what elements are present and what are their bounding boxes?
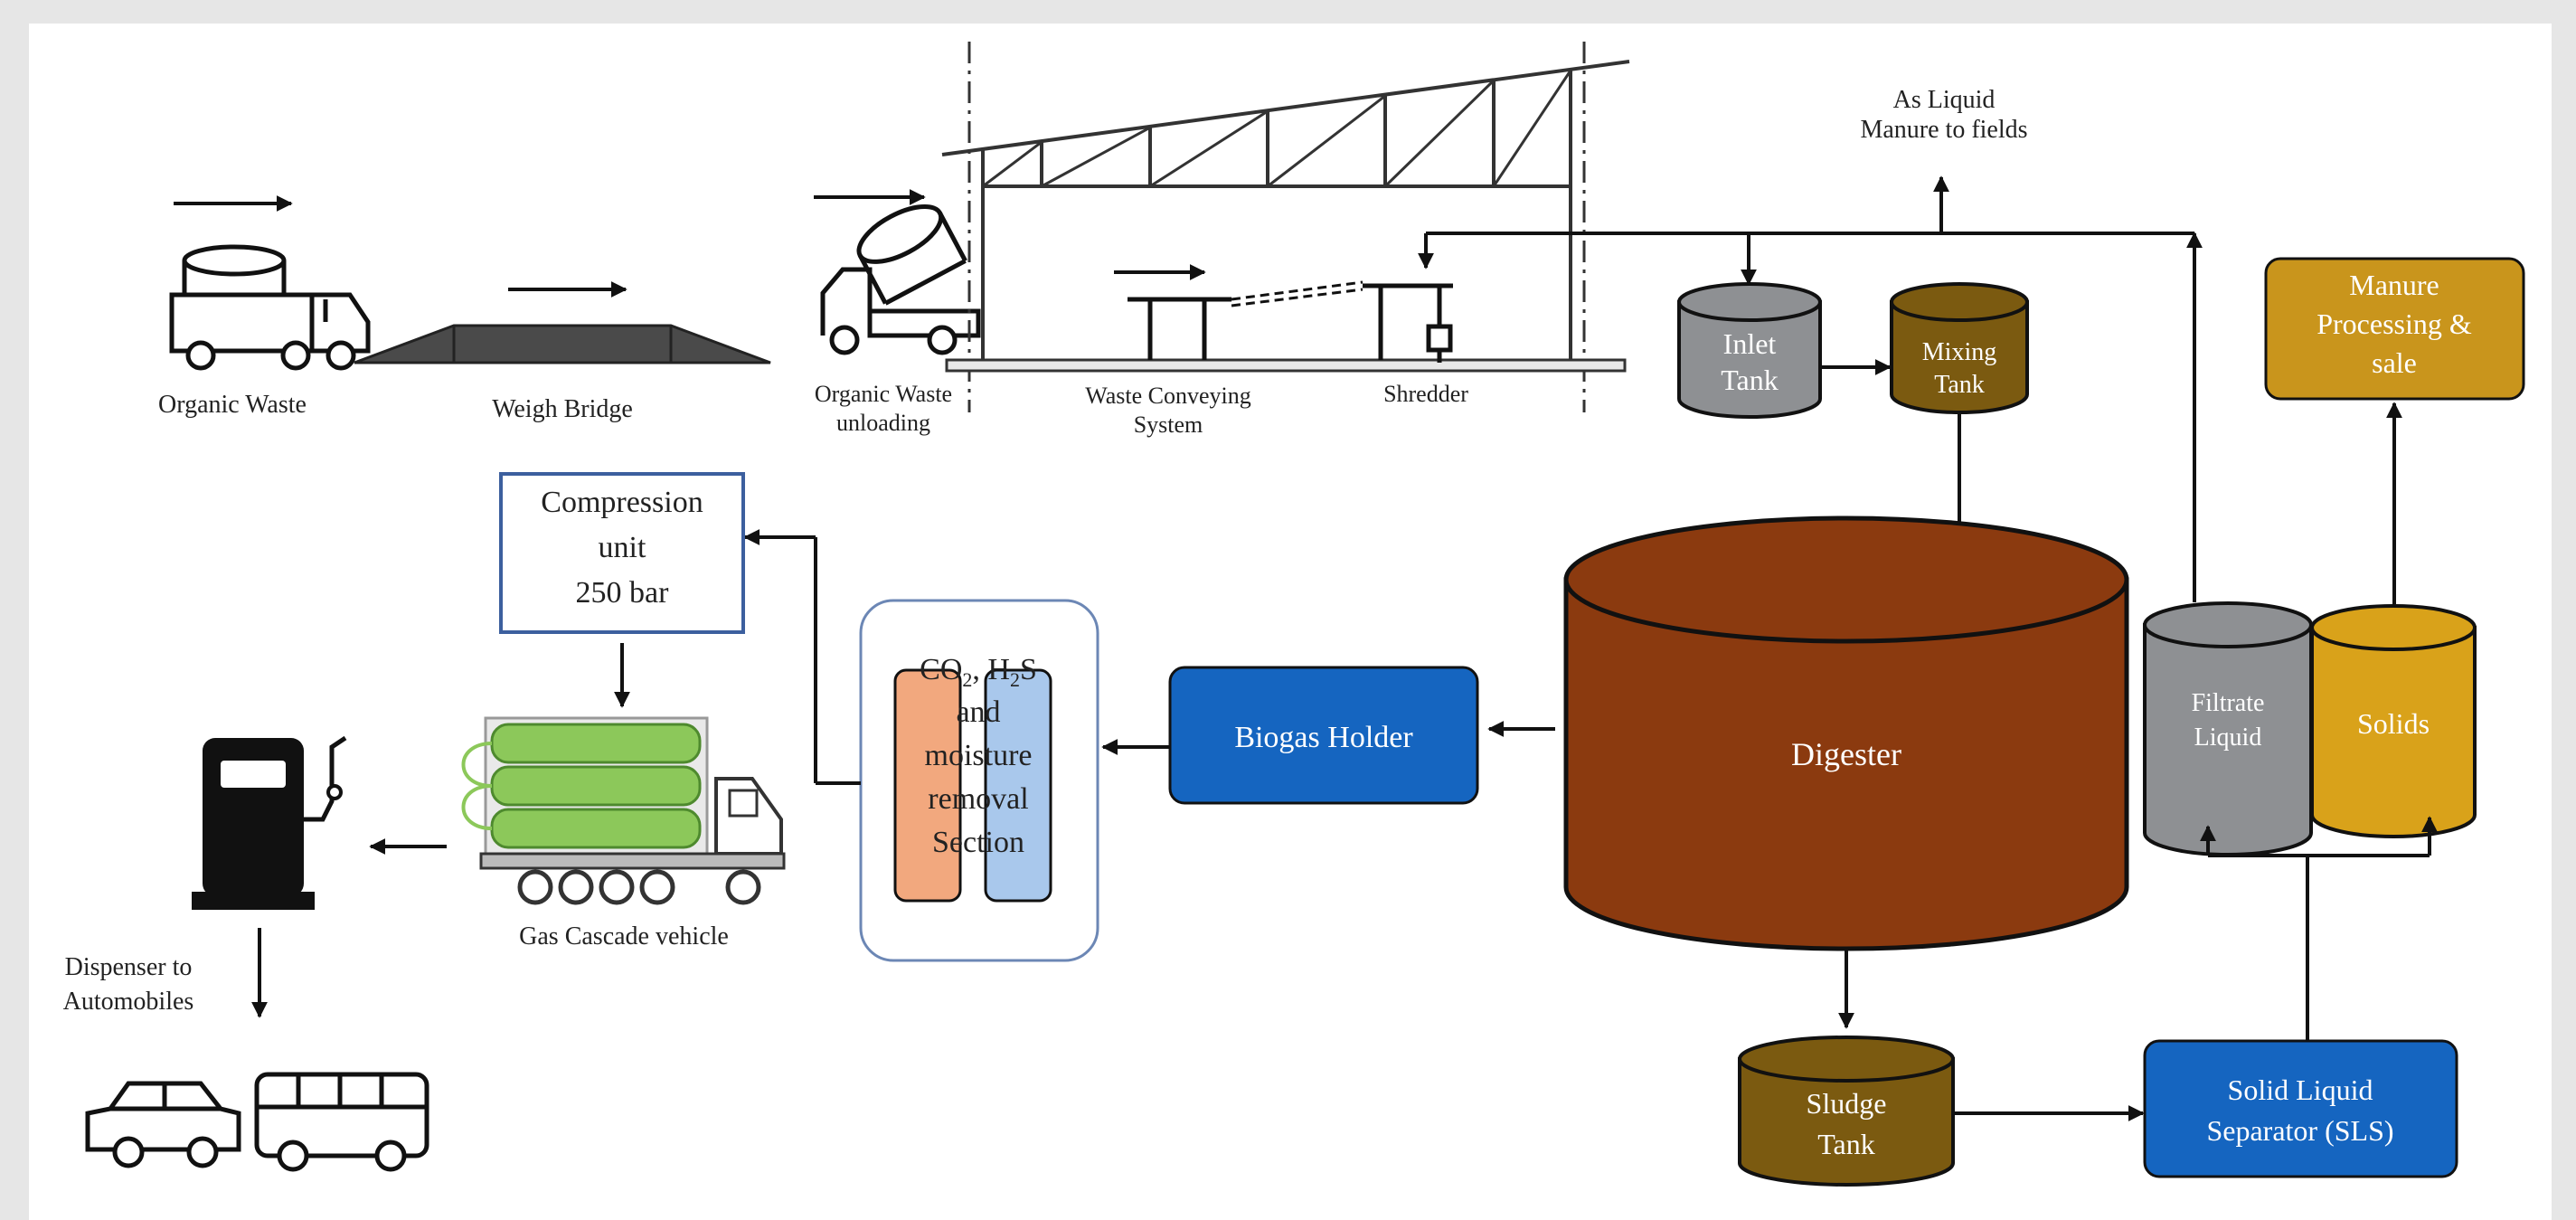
- inlet-tank-label-line1: Inlet: [1723, 327, 1777, 360]
- conveyor-icon: [1128, 280, 1363, 360]
- conveying-label-line1: Waste Conveying: [1085, 383, 1251, 409]
- dispenser-label-line2: Automobiles: [63, 988, 194, 1016]
- compression-label-line2: unit: [599, 531, 646, 564]
- unloading-label-line1: Organic Waste: [815, 381, 952, 407]
- unloading-truck-icon: [820, 203, 981, 355]
- process-diagram: Organic Waste Weigh Bridge Organic Waste…: [29, 24, 2552, 1220]
- gas-cascade-vehicle-icon: [461, 716, 786, 905]
- biogas-holder-box: Biogas Holder: [1168, 666, 1479, 805]
- removal-label-line1: and: [956, 695, 1000, 729]
- compression-label-line1: Compression: [541, 486, 703, 519]
- removal-to-compression-line: [743, 529, 861, 785]
- sls-output-lines: [2200, 816, 2438, 1041]
- mixing-tank-label-line2: Tank: [1934, 371, 1985, 399]
- manure-processing-label-line2: Processing &: [2317, 307, 2472, 340]
- removal-label-line2: moisture: [925, 739, 1033, 772]
- organic-waste-label: Organic Waste: [158, 391, 307, 419]
- mixing-tank-label-line1: Mixing: [1922, 338, 1996, 366]
- unloading-label-line2: unloading: [836, 410, 930, 436]
- compression-label-line3: 250 bar: [576, 576, 670, 610]
- sludge-tank: Sludge Tank: [1738, 1036, 1955, 1187]
- inlet-tank: Inlet Tank: [1677, 282, 1822, 419]
- bus-icon: [254, 1072, 429, 1172]
- digester-label: Digester: [1791, 736, 1901, 772]
- compression-unit-box: Compression unit 250 bar: [499, 472, 745, 634]
- conveying-label-line2: System: [1134, 411, 1203, 438]
- sludge-label-line1: Sludge: [1807, 1087, 1887, 1120]
- shredder-label: Shredder: [1383, 381, 1468, 407]
- recirculation-line: [1418, 175, 2203, 602]
- organic-waste-truck-icon: [169, 244, 371, 371]
- filtrate-label-line2: Liquid: [2194, 723, 2262, 752]
- solids-label: Solids: [2357, 707, 2430, 740]
- removal-formula: CO2, H2S: [920, 653, 1037, 691]
- dispenser-label-line1: Dispenser to: [65, 953, 193, 981]
- fuel-dispenser-icon: [192, 735, 347, 910]
- filtrate-label-line1: Filtrate: [2192, 689, 2265, 717]
- gas-cascade-label: Gas Cascade vehicle: [519, 922, 729, 950]
- biogas-holder-label: Biogas Holder: [1234, 721, 1413, 754]
- solid-liquid-separator-box: Solid Liquid Separator (SLS): [2143, 1039, 2458, 1178]
- manure-processing-label-line1: Manure: [2349, 269, 2439, 301]
- shed-structure: [941, 42, 1630, 412]
- manure-processing-box: Manure Processing & sale: [2264, 257, 2525, 401]
- solids-tank: Solids: [2310, 604, 2477, 838]
- gas-removal-section: CO2, H2S and moisture removal Section: [859, 599, 1099, 962]
- filtrate-liquid-tank: Filtrate Liquid: [2143, 601, 2313, 856]
- manure-processing-label-line3: sale: [2372, 346, 2417, 379]
- sludge-label-line2: Tank: [1817, 1128, 1875, 1160]
- liquid-manure-label-line1: As Liquid: [1893, 86, 1996, 114]
- mixing-tank: Mixing Tank: [1890, 282, 2029, 414]
- weigh-bridge-label: Weigh Bridge: [492, 395, 633, 423]
- sls-label-line2: Separator (SLS): [2206, 1114, 2393, 1147]
- liquid-manure-label-line2: Manure to fields: [1860, 116, 2027, 144]
- digester-tank: Digester: [1563, 515, 2129, 951]
- diagram-svg: Organic Waste Weigh Bridge Organic Waste…: [63, 42, 2525, 1187]
- sls-label-line1: Solid Liquid: [2228, 1073, 2373, 1106]
- weigh-bridge-icon: [354, 324, 771, 364]
- car-icon: [85, 1081, 241, 1168]
- shredder-icon: [1363, 283, 1453, 363]
- inlet-tank-label-line2: Tank: [1721, 364, 1779, 396]
- removal-label-line3: removal: [928, 782, 1028, 816]
- removal-label-line4: Section: [932, 826, 1024, 859]
